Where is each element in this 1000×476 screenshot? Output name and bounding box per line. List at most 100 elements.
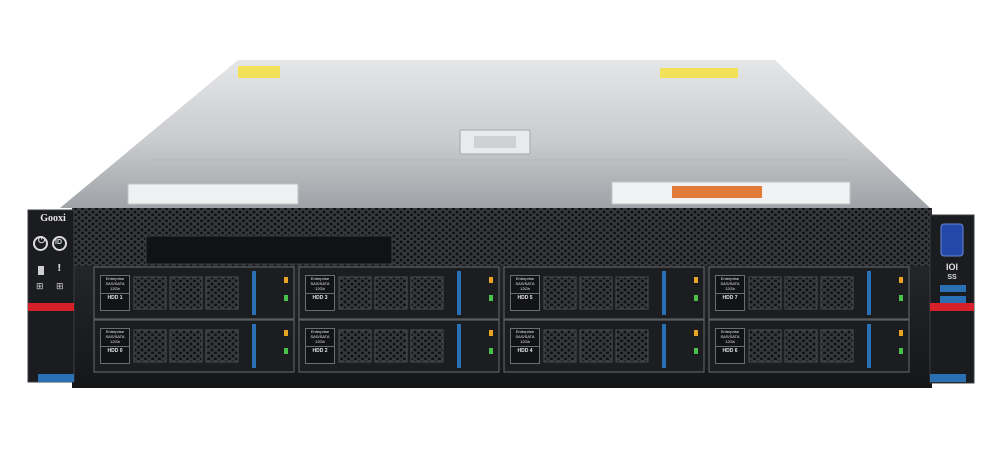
drive-vent — [579, 276, 613, 310]
power-icon: ⏻ — [38, 236, 46, 246]
drive-bay[interactable] — [93, 266, 295, 320]
drive-spec-text: SAS/SATA — [310, 281, 330, 286]
drive-vent — [133, 329, 167, 363]
drive-spec-text: SAS/SATA — [105, 281, 125, 286]
drive-bay-name: HDD 5 — [511, 293, 539, 302]
drive-status-led — [694, 295, 698, 301]
drive-vent — [205, 329, 239, 363]
drive-status-led — [489, 295, 493, 301]
drive-status-led — [284, 348, 288, 354]
drive-spec-text: 12Gb — [725, 286, 735, 291]
drive-activity-led — [284, 277, 288, 283]
drive-spec-text: 12Gb — [520, 339, 530, 344]
drive-vent — [338, 276, 372, 310]
drive-bay-name: HDD 2 — [306, 346, 334, 355]
drive-spec-text: 12Gb — [520, 286, 530, 291]
drive-vent — [615, 329, 649, 363]
alert-icon: ! — [57, 263, 62, 274]
usb-port[interactable] — [940, 285, 966, 292]
drive-spec-text: 12Gb — [315, 286, 325, 291]
warning-sticker — [660, 68, 738, 78]
floor-reflection — [72, 388, 932, 476]
drive-vent — [543, 329, 577, 363]
right-ear-blue-stripe — [930, 374, 966, 382]
drive-spec-text: Enterprise — [310, 276, 330, 281]
drive-bay-name: HDD 3 — [306, 293, 334, 302]
usb-label: SS — [947, 274, 957, 281]
usb-port[interactable] — [940, 296, 966, 303]
drive-release-latch[interactable] — [662, 271, 666, 315]
drive-release-latch[interactable] — [252, 324, 256, 368]
drive-release-latch[interactable] — [457, 324, 461, 368]
drive-vent — [820, 329, 854, 363]
warning-sticker — [238, 66, 280, 78]
drive-vent — [410, 276, 444, 310]
drive-activity-led — [489, 330, 493, 336]
spec-label — [127, 183, 299, 205]
drive-release-latch[interactable] — [662, 324, 666, 368]
drive-spec-text: Enterprise — [105, 329, 125, 334]
drive-spec-text: SAS/SATA — [515, 334, 535, 339]
drive-spec-text: SAS/SATA — [720, 281, 740, 286]
drive-release-latch[interactable] — [867, 271, 871, 315]
optical-bay-slot — [145, 235, 393, 265]
drive-spec-text: Enterprise — [720, 276, 740, 281]
drive-spec-text: 12Gb — [110, 286, 120, 291]
port-label: IOI — [945, 262, 958, 272]
vga-port[interactable] — [940, 223, 964, 257]
drive-bay-name: HDD 7 — [716, 293, 744, 302]
drive-vent — [748, 329, 782, 363]
drive-spec-text: SAS/SATA — [105, 334, 125, 339]
hdd-activity-icon — [38, 266, 44, 275]
drive-status-led — [899, 348, 903, 354]
drive-vent — [169, 276, 203, 310]
drive-spec-text: 12Gb — [725, 339, 735, 344]
drive-release-latch[interactable] — [252, 271, 256, 315]
drive-bay-name: HDD 0 — [101, 346, 129, 355]
drive-spec-text: SAS/SATA — [515, 281, 535, 286]
network-icon: ⊞ — [56, 282, 64, 292]
drive-activity-led — [284, 330, 288, 336]
drive-bay-name: HDD 1 — [101, 293, 129, 302]
drive-vent — [820, 276, 854, 310]
drive-vent — [133, 276, 167, 310]
id-icon-label: ID — [55, 239, 62, 246]
drive-bay-name: HDD 6 — [716, 346, 744, 355]
drive-spec-text: 12Gb — [110, 339, 120, 344]
drive-vent — [615, 276, 649, 310]
drive-release-latch[interactable] — [457, 271, 461, 315]
id-button[interactable]: ID — [52, 236, 67, 251]
drive-release-latch[interactable] — [867, 324, 871, 368]
power-button[interactable]: ⏻ — [33, 236, 48, 251]
drive-activity-led — [694, 277, 698, 283]
brand-logo: Gooxi — [40, 213, 66, 224]
drive-status-led — [899, 295, 903, 301]
drive-spec-text: Enterprise — [515, 329, 535, 334]
drive-spec-text: Enterprise — [720, 329, 740, 334]
drive-vent — [338, 329, 372, 363]
drive-activity-led — [489, 277, 493, 283]
drive-vent — [374, 276, 408, 310]
left-rack-ear — [27, 209, 75, 383]
drive-spec-text: Enterprise — [310, 329, 330, 334]
drive-status-led — [694, 348, 698, 354]
drive-activity-led — [899, 330, 903, 336]
drive-spec-text: SAS/SATA — [720, 334, 740, 339]
right-ear-red-stripe — [930, 303, 974, 311]
drive-spec-text: SAS/SATA — [310, 334, 330, 339]
drive-bay-name: HDD 4 — [511, 346, 539, 355]
drive-vent — [374, 329, 408, 363]
drive-vent — [169, 329, 203, 363]
drive-vent — [410, 329, 444, 363]
left-ear-blue-stripe — [38, 374, 74, 382]
drive-vent — [579, 329, 613, 363]
